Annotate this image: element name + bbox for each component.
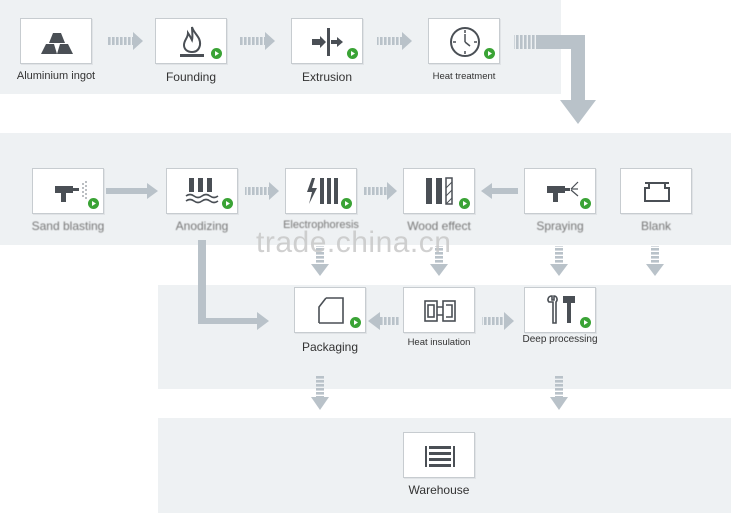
label-heat-treatment: Heat treatment <box>432 71 496 82</box>
arrow-anodizing-electro <box>245 182 279 200</box>
node-sand-blasting[interactable] <box>32 168 104 214</box>
play-icon <box>211 48 222 59</box>
play-icon <box>580 198 591 209</box>
arrow-insulation-packaging <box>368 312 400 330</box>
arrow-founding-extrusion <box>240 32 275 50</box>
flame-icon <box>180 26 204 57</box>
warehouse-icon <box>425 446 455 467</box>
node-heat-treatment[interactable] <box>428 18 500 64</box>
arrow-electro-wood <box>363 182 397 200</box>
node-spraying[interactable] <box>524 168 596 214</box>
node-extrusion[interactable] <box>291 18 363 64</box>
arrow-sand-anodizing <box>106 183 158 199</box>
arrow-down-electro <box>311 246 329 276</box>
blank-profile-icon <box>644 182 670 202</box>
play-icon <box>580 317 591 328</box>
node-blank[interactable] <box>620 168 692 214</box>
arrow-insulation-deep <box>482 312 514 330</box>
label-blank: Blank <box>640 219 672 233</box>
arrow-down-blank <box>646 246 664 276</box>
node-packaging[interactable] <box>294 287 366 333</box>
node-heat-insulation[interactable] <box>403 287 475 333</box>
spray-gun-icon <box>547 181 579 202</box>
arrow-down-deep <box>550 376 568 410</box>
label-electrophoresis: Electrophoresis <box>283 219 359 231</box>
node-aluminium-ingot[interactable] <box>20 18 92 64</box>
extrusion-icon <box>312 28 343 56</box>
arrow-down-spraying <box>550 246 568 276</box>
ingot-icon <box>41 33 73 54</box>
play-icon <box>484 48 495 59</box>
play-icon <box>88 198 99 209</box>
label-aluminium-ingot: Aluminium ingot <box>16 70 96 82</box>
label-heat-insulation: Heat insulation <box>407 337 471 348</box>
arrow-spraying-wood <box>481 183 518 199</box>
label-deep-processing: Deep processing <box>522 334 598 345</box>
insulation-profile-icon <box>424 300 456 322</box>
node-founding[interactable] <box>155 18 227 64</box>
node-deep-processing[interactable] <box>524 287 596 333</box>
label-spraying: Spraying <box>536 219 584 233</box>
label-wood-effect: Wood effect <box>407 219 471 233</box>
node-electrophoresis[interactable] <box>285 168 357 214</box>
spray-gun-icon <box>55 181 87 202</box>
label-packaging: Packaging <box>301 340 359 354</box>
wood-profile-icon <box>426 177 453 205</box>
label-anodizing: Anodizing <box>175 219 229 233</box>
electrophoresis-icon <box>307 178 338 204</box>
arrow-down-packaging <box>311 376 329 410</box>
box-icon <box>318 297 344 324</box>
node-anodizing[interactable] <box>166 168 238 214</box>
anodizing-bath-icon <box>185 178 219 204</box>
arrow-anodizing-packaging <box>198 240 269 330</box>
label-founding: Founding <box>165 70 217 84</box>
clock-icon <box>450 27 480 57</box>
play-icon <box>341 198 352 209</box>
label-extrusion: Extrusion <box>301 70 353 84</box>
play-icon <box>222 198 233 209</box>
label-warehouse: Warehouse <box>408 483 470 497</box>
play-icon <box>459 198 470 209</box>
play-icon <box>350 317 361 328</box>
arrow-down-wood <box>430 246 448 276</box>
watermark: trade.china.cn <box>256 226 452 259</box>
arrow-ingot-founding <box>108 32 143 50</box>
arrow-extrusion-heat <box>377 32 412 50</box>
node-warehouse[interactable] <box>403 432 475 478</box>
tools-icon <box>547 295 575 324</box>
label-sand-blasting: Sand blasting <box>31 219 105 233</box>
arrow-heat-elbow <box>514 35 596 124</box>
node-wood-effect[interactable] <box>403 168 475 214</box>
play-icon <box>347 48 358 59</box>
